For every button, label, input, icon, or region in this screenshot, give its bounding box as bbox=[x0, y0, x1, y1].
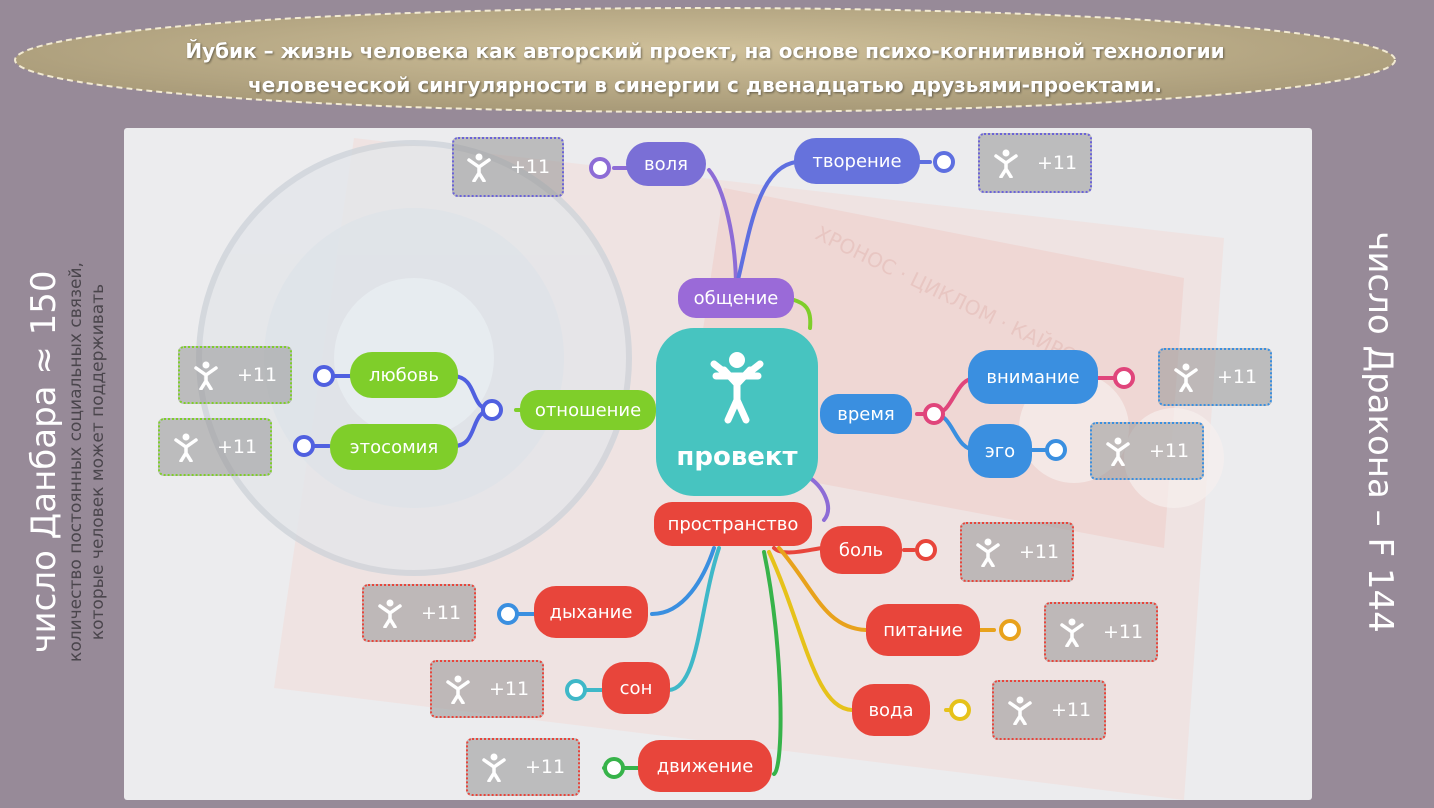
card-vnimanie[interactable]: +11 bbox=[1158, 348, 1272, 406]
node-etosomiya[interactable]: этосомия bbox=[330, 424, 458, 470]
node-dvizhenie-label: движение bbox=[656, 755, 754, 777]
card-lyubov[interactable]: +11 bbox=[178, 346, 292, 404]
connector-dot bbox=[565, 679, 587, 701]
card-bol[interactable]: +11 bbox=[960, 522, 1074, 582]
node-vnimanie-label: внимание bbox=[986, 366, 1080, 388]
center-label: провект bbox=[676, 442, 798, 472]
person-icon bbox=[467, 153, 491, 182]
node-volya[interactable]: воля bbox=[626, 142, 706, 186]
connector-dot bbox=[915, 539, 937, 561]
card-count: +11 bbox=[509, 156, 551, 178]
node-vremya-label: время bbox=[837, 403, 895, 425]
dunbar-note-line-2: которые человек может поддерживать bbox=[88, 283, 108, 641]
card-etosomiya[interactable]: +11 bbox=[158, 418, 272, 476]
connector-dot bbox=[949, 699, 971, 721]
person-icon bbox=[1106, 437, 1130, 466]
center-node-provekt[interactable]: провект bbox=[656, 328, 818, 496]
card-pitanie[interactable]: +11 bbox=[1044, 602, 1158, 662]
node-voda[interactable]: вода bbox=[852, 684, 930, 736]
connector-dot bbox=[293, 435, 315, 457]
node-voda-label: вода bbox=[868, 699, 914, 721]
dragon-number-title: число Дракона – F 144 bbox=[1360, 231, 1400, 633]
card-count: +11 bbox=[488, 678, 530, 700]
banner-line-2: человеческой сингулярности в синергии с … bbox=[248, 73, 1162, 97]
node-lyubov[interactable]: любовь bbox=[350, 352, 458, 398]
connector-dot bbox=[589, 157, 611, 179]
card-count: +11 bbox=[216, 436, 258, 458]
person-icon bbox=[482, 753, 506, 782]
node-tvorenie-label: творение bbox=[812, 150, 902, 172]
node-pitanie-label: питание bbox=[883, 619, 963, 641]
node-bol-label: боль bbox=[838, 539, 884, 561]
node-obshchenie-label: общение bbox=[693, 287, 779, 309]
node-otnoshenie-label: отношение bbox=[534, 399, 642, 421]
connector-dot bbox=[933, 151, 955, 173]
card-count: +11 bbox=[420, 602, 462, 624]
node-prostranstvo-label: пространство bbox=[667, 513, 799, 535]
person-icon bbox=[976, 538, 1000, 567]
connector-dot bbox=[313, 365, 335, 387]
person-icon bbox=[1060, 618, 1084, 647]
person-icon bbox=[994, 149, 1018, 178]
node-obshchenie[interactable]: общение bbox=[678, 278, 794, 318]
person-icon bbox=[1008, 696, 1032, 725]
card-dykhanie[interactable]: +11 bbox=[362, 584, 476, 642]
node-bol[interactable]: боль bbox=[820, 526, 902, 574]
card-count: +11 bbox=[1148, 440, 1190, 462]
card-volya[interactable]: +11 bbox=[452, 137, 564, 197]
node-lyubov-label: любовь bbox=[369, 364, 439, 386]
node-vnimanie[interactable]: внимание bbox=[968, 350, 1098, 404]
card-count: +11 bbox=[1216, 366, 1258, 388]
card-count: +11 bbox=[1036, 152, 1078, 174]
node-ego-label: эго bbox=[984, 440, 1016, 462]
card-tvorenie[interactable]: +11 bbox=[978, 133, 1092, 193]
connector-dot bbox=[999, 619, 1021, 641]
person-icon bbox=[710, 352, 764, 424]
node-pitanie[interactable]: питание bbox=[866, 604, 980, 656]
card-dvizhenie[interactable]: +11 bbox=[466, 738, 580, 796]
card-count: +11 bbox=[236, 364, 278, 386]
node-dykhanie-label: дыхание bbox=[549, 601, 633, 623]
node-volya-label: воля bbox=[644, 153, 688, 175]
connector-dot bbox=[1113, 367, 1135, 389]
person-icon bbox=[378, 599, 402, 628]
connector-dot bbox=[497, 603, 519, 625]
card-ego[interactable]: +11 bbox=[1090, 422, 1204, 480]
person-icon bbox=[194, 361, 218, 390]
dunbar-block: число Данбара ≈ 150 количество постоянны… bbox=[23, 122, 109, 802]
card-count: +11 bbox=[1050, 699, 1092, 721]
node-etosomiya-label: этосомия bbox=[349, 436, 439, 458]
node-vremya[interactable]: время bbox=[820, 394, 912, 434]
banner-line-1: Йубик – жизнь человека как авторский про… bbox=[185, 39, 1225, 63]
card-voda[interactable]: +11 bbox=[992, 680, 1106, 740]
node-prostranstvo[interactable]: пространство bbox=[654, 502, 812, 546]
person-icon bbox=[174, 433, 198, 462]
node-dykhanie[interactable]: дыхание bbox=[534, 586, 648, 638]
person-icon bbox=[446, 675, 470, 704]
connector-dot bbox=[481, 399, 503, 421]
node-son-label: сон bbox=[619, 677, 653, 699]
title-banner: Йубик – жизнь человека как авторский про… bbox=[12, 4, 1398, 114]
dunbar-note-line-1: количество постоянных социальных связей, bbox=[66, 262, 86, 662]
node-dvizhenie[interactable]: движение bbox=[638, 740, 772, 792]
dunbar-title: число Данбара ≈ 150 bbox=[24, 270, 64, 654]
card-son[interactable]: +11 bbox=[430, 660, 544, 718]
node-ego[interactable]: эго bbox=[968, 424, 1032, 478]
connector-dot bbox=[923, 403, 945, 425]
node-son[interactable]: сон bbox=[602, 662, 670, 714]
card-count: +11 bbox=[1102, 621, 1144, 643]
banner-ellipse bbox=[14, 7, 1396, 113]
card-count: +11 bbox=[1018, 541, 1060, 563]
node-tvorenie[interactable]: творение bbox=[794, 138, 920, 184]
person-icon bbox=[1174, 363, 1198, 392]
connector-dot bbox=[1045, 439, 1067, 461]
card-count: +11 bbox=[524, 756, 566, 778]
node-otnoshenie[interactable]: отношение bbox=[520, 390, 656, 430]
connector-dot bbox=[603, 757, 625, 779]
